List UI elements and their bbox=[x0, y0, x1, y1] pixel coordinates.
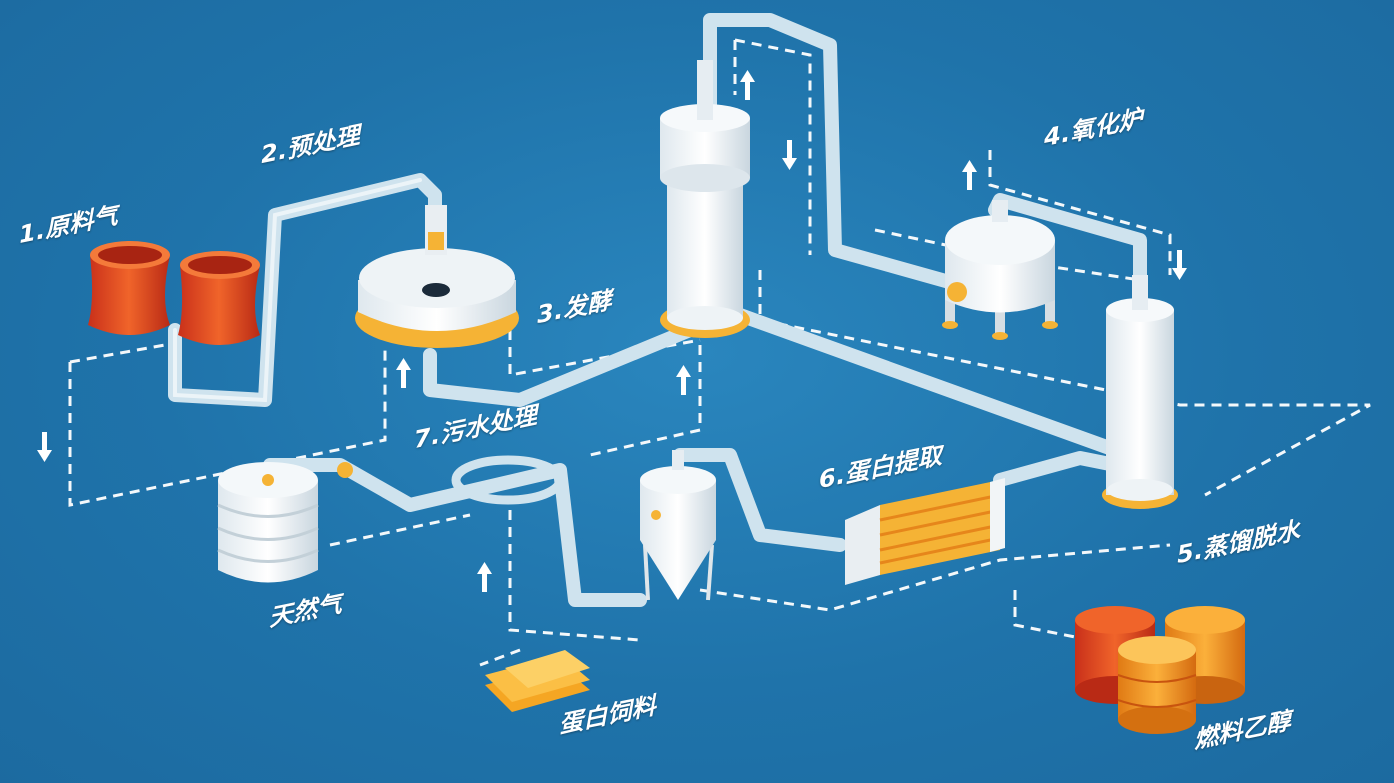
fuel-ethanol-barrels-icon bbox=[1075, 606, 1245, 734]
raw-gas-tanks-icon bbox=[88, 241, 260, 345]
flow-arrow-up-icon bbox=[676, 365, 691, 395]
pretreatment-tank-icon bbox=[355, 205, 519, 348]
flow-arrow-up-icon bbox=[477, 562, 492, 592]
wastewater-ring-icon bbox=[451, 455, 565, 505]
natural-gas-tank-icon bbox=[217, 462, 353, 583]
conical-tank-icon bbox=[640, 450, 716, 601]
protein-extraction-unit-icon bbox=[845, 478, 1005, 585]
flow-arrow-down-icon bbox=[1172, 250, 1187, 280]
distillation-column-icon bbox=[1102, 275, 1178, 509]
flow-arrows bbox=[37, 70, 1187, 592]
oxidation-furnace-icon bbox=[942, 200, 1058, 340]
flow-arrow-up-icon bbox=[740, 70, 755, 100]
flow-arrow-up-icon bbox=[962, 160, 977, 190]
flow-arrow-down-icon bbox=[782, 140, 797, 170]
flow-arrow-down-icon bbox=[37, 432, 52, 462]
flow-arrow-up-icon bbox=[396, 358, 411, 388]
fermentation-column-icon bbox=[660, 60, 750, 338]
protein-feed-stack-icon bbox=[485, 650, 590, 712]
pipes bbox=[168, 13, 1147, 607]
